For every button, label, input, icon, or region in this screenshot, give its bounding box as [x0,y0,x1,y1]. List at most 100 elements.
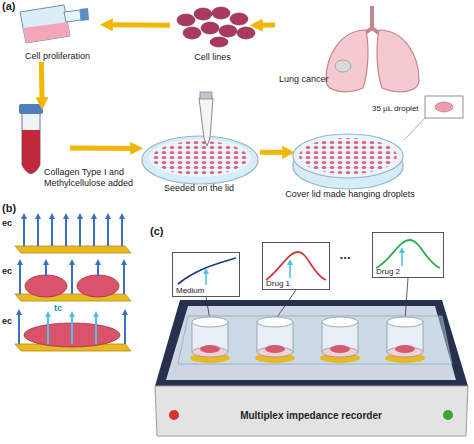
well [322,347,358,357]
flow-arrow [105,22,170,28]
lung-drawing [326,6,419,92]
flow-arrow [70,145,138,151]
indicator-light [443,410,453,420]
response-curves [266,252,326,280]
node-text: Cell lines [170,52,255,63]
electrode-empty [65,216,67,246]
tissue-label: tc [54,303,62,314]
volume-note: 35 μL droplet [372,103,419,114]
well [322,322,358,352]
electrode-merged [71,314,73,344]
culture-flask [20,5,89,43]
well [190,317,230,363]
well [255,317,295,363]
node-text: Collagen Type I and Methylcellulose adde… [44,167,156,189]
response-curves [178,240,440,284]
well [387,347,423,357]
well [257,347,293,357]
response-curves [178,258,236,284]
electrode-label: ec [2,266,12,277]
well [200,345,220,353]
electrode-empty [93,216,95,246]
well [257,317,293,327]
flow-arrow [260,150,290,155]
electrode-merged [18,312,20,344]
impedance-recorder: Multiplex impedance recorder [150,298,472,440]
test-tube [19,104,43,174]
well-plate [178,316,452,364]
flow-arrow [39,62,45,105]
petri-dish [152,141,248,175]
electrode-spheroids [97,262,99,276]
electrode-merged [24,323,120,347]
step-illustration: Collagen Type I and Methylcellulose adde… [8,105,70,183]
well [190,353,230,363]
covered-dish [435,102,453,112]
electrode-spheroids [25,275,67,297]
cell-cluster [177,14,195,26]
test-tube [22,112,40,174]
node-text: Drug 2 [376,267,400,276]
electrode-spheroids [71,262,73,294]
leader-lines [206,278,408,320]
electrode-spheroids [45,262,47,276]
well [320,317,360,363]
well [192,317,228,327]
well [265,345,285,353]
covered-dish [299,138,397,174]
electrode-spheroids [123,262,125,294]
petri-dish [149,139,251,177]
well [320,353,360,363]
electrode-empty [107,216,109,246]
well [255,353,295,363]
electrode-merged [95,314,97,344]
covered-dish [293,134,403,178]
electrode-merged [19,312,125,344]
electrode-spheroids [15,294,131,301]
connectors [41,25,290,153]
electrode-empty [51,216,53,246]
well [257,322,293,352]
leader-lines [206,297,210,320]
response-curves [376,240,440,268]
electrode-label: ec [2,218,12,229]
node-text: Drug 1 [266,279,290,288]
node-text: Cover lid made hanging droplets [280,189,420,200]
lung-drawing [364,6,380,34]
graph-box: Drug 1 [262,242,330,290]
well [385,317,425,363]
graph-box: Drug 2 [372,232,444,278]
graph-box: Medium [172,252,240,297]
well [192,322,228,352]
recorder-surface [166,306,456,380]
cell-cluster [237,27,255,39]
cell-cluster [194,8,212,20]
electrode-merged [47,314,49,344]
electrode-empty [23,216,25,246]
test-tube [19,104,43,114]
ellipsis-mark: ••• [340,252,351,263]
electrode-spheroids [15,262,131,301]
well [322,317,358,327]
electrode-empty [15,216,131,253]
electrode-merged [15,312,131,351]
dose-arrows [401,250,403,266]
electrode-empty [79,216,81,246]
electrode-merged [48,314,96,344]
flow-arrow [255,23,275,28]
test-tube [22,130,40,174]
lung-drawing [326,30,368,92]
petri-dish [142,136,258,184]
well [395,345,415,353]
dose-arrows [206,250,402,285]
recorder-top [155,300,468,386]
well [330,345,350,353]
cell-cluster [201,22,219,34]
lung-drawing [377,30,419,92]
node-text: Cell proliferation [10,51,105,62]
cell-cluster [177,7,255,47]
step-illustration: Cell lines [170,5,255,63]
electrode-spheroids [19,262,21,294]
electrode-spheroids [20,262,124,294]
